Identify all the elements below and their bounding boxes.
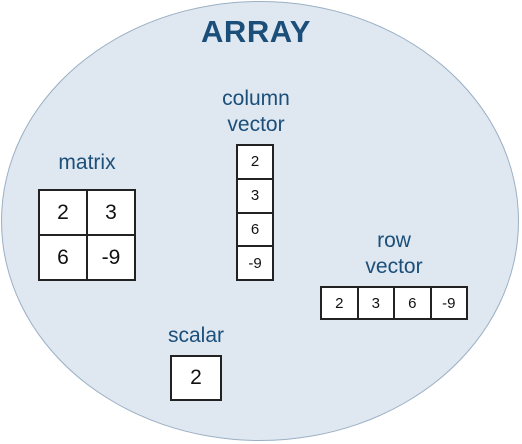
diagram-title: ARRAY (201, 14, 311, 49)
matrix-cell: 2 (39, 190, 87, 235)
scalar-label: scalar (146, 323, 246, 349)
scalar-cell: 2 (171, 356, 221, 400)
matrix-cell: 6 (39, 235, 87, 280)
column-vector-label-line1: column (222, 87, 290, 110)
column-vector-grid: 2 3 6 -9 (236, 144, 274, 281)
scalar-label-text: scalar (167, 324, 225, 347)
column-vector-label-line2: vector (227, 113, 285, 136)
row-vector-cell: 2 (321, 287, 358, 319)
row-vector-cell: 3 (357, 287, 394, 319)
scalar-grid: 2 (170, 355, 222, 401)
row-vector-grid: 2 3 6 -9 (320, 286, 468, 320)
row-vector-label-line2: vector (365, 255, 423, 278)
matrix-label-text: matrix (58, 151, 116, 174)
matrix-cell: -9 (87, 235, 135, 280)
matrix-grid: 2 3 6 -9 (38, 189, 136, 281)
row-vector-label-line1: row (377, 229, 411, 252)
matrix-label: matrix (38, 150, 136, 176)
column-vector-cell: 6 (237, 212, 273, 247)
row-vector-label: row vector (334, 228, 454, 280)
row-vector-cell: -9 (430, 287, 467, 319)
column-vector-cell: 3 (237, 178, 273, 213)
column-vector-cell: 2 (237, 145, 273, 179)
matrix-cell: 3 (87, 190, 135, 235)
row-vector-cell: 6 (394, 287, 431, 319)
column-vector-label: column vector (196, 86, 316, 138)
column-vector-cell: -9 (237, 246, 273, 280)
